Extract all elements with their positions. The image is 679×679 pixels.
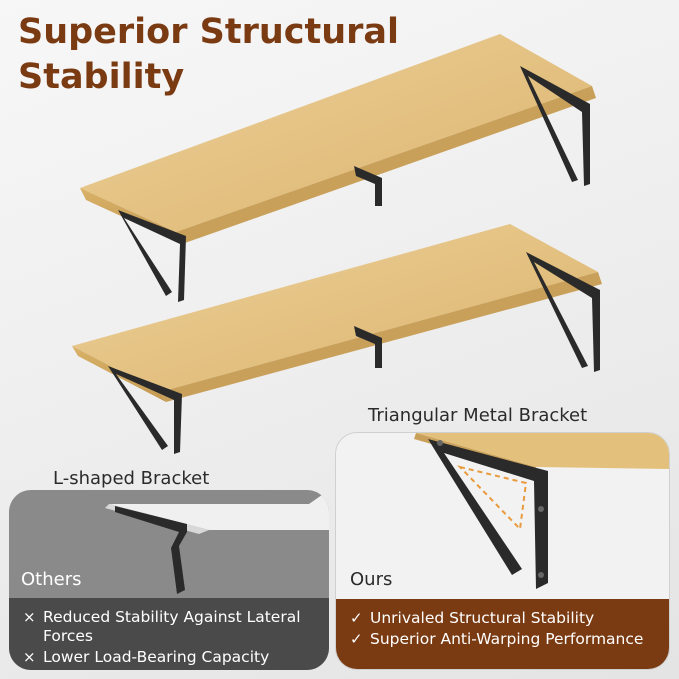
ours-bullet: ✓ Superior Anti-Warping Performance [348,630,655,649]
cross-icon: × [23,648,36,666]
ours-bullet: ✓ Unrivaled Structural Stability [348,609,655,628]
l-bracket-illustration [105,490,329,594]
upper-right-bracket [520,66,590,186]
ours-bullet-list: ✓ Unrivaled Structural Stability ✓ Super… [336,599,669,669]
ours-bullet-text: Unrivaled Structural Stability [370,609,595,627]
others-bullet-text: Reduced Stability Against Lateral Forces [43,608,301,645]
l-shaped-bracket-label: L-shaped Bracket [53,468,210,489]
lower-mid-bracket [354,326,382,368]
lower-shelf [72,224,602,454]
ours-bullet-text: Superior Anti-Warping Performance [370,630,644,648]
triangular-bracket-illustration [414,433,669,589]
others-bullet-list: × Reduced Stability Against Lateral Forc… [9,598,329,670]
check-icon: ✓ [350,630,363,648]
upper-shelf [80,34,596,302]
ours-panel: Ours ✓ Unrivaled Structural Stability ✓ … [335,432,670,670]
others-title: Others [21,569,82,590]
upper-mid-bracket [354,166,382,206]
others-panel: Others × Reduced Stability Against Later… [9,490,329,670]
check-icon: ✓ [350,609,363,627]
lower-right-bracket [526,252,600,372]
page-title: Superior Structural Stability [18,12,400,97]
triangle-highlight [456,465,528,532]
triangular-bracket-label: Triangular Metal Bracket [368,405,588,426]
ours-title: Ours [350,569,393,590]
others-bullet: × Lower Load-Bearing Capacity [21,648,315,667]
upper-left-bracket [118,210,186,302]
others-bullet-text: Lower Load-Bearing Capacity [43,648,270,666]
others-bullet: × Reduced Stability Against Lateral Forc… [21,608,315,646]
lower-left-bracket [108,366,182,454]
cross-icon: × [23,608,36,626]
